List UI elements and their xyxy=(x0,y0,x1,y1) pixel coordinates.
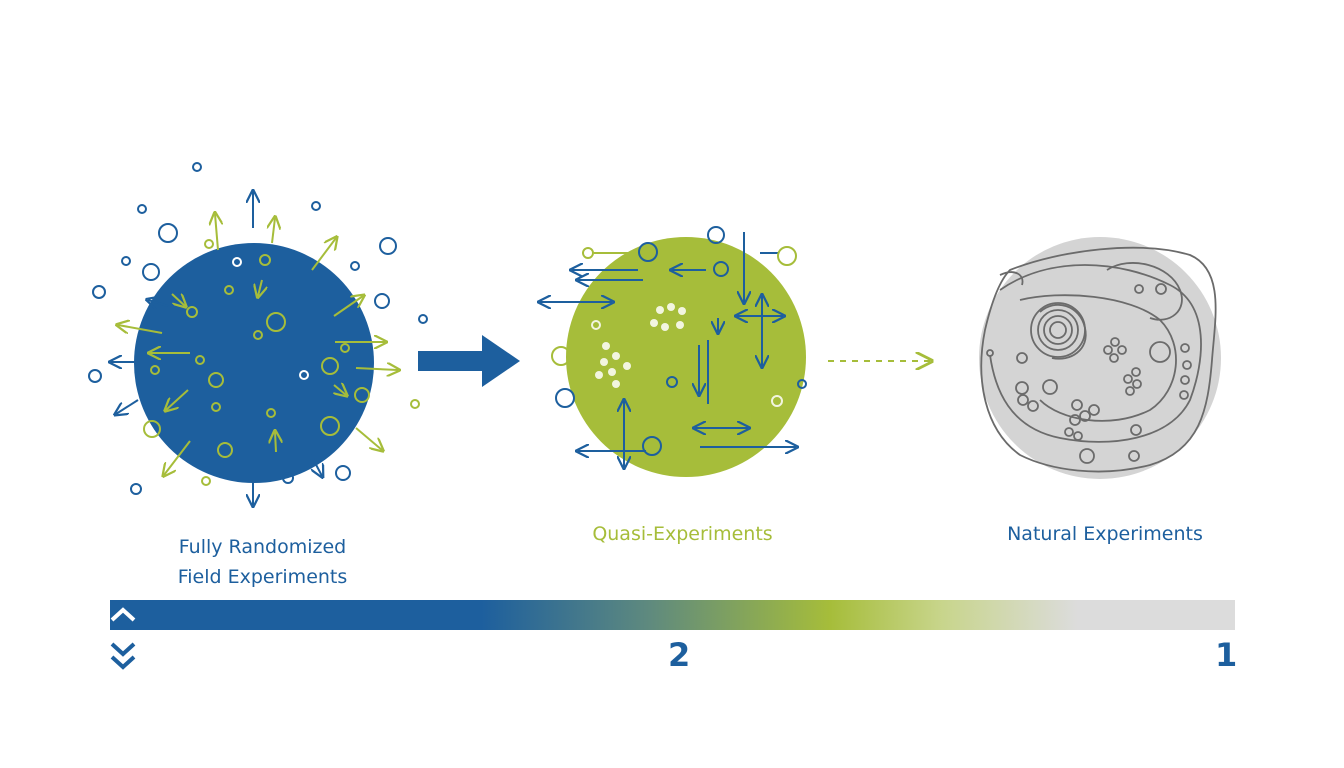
natural-sphere xyxy=(979,237,1221,479)
dot-clusters xyxy=(595,303,686,388)
quasi-sphere-group xyxy=(540,226,807,477)
label-fully-line-1: Fully Randomized xyxy=(178,536,347,558)
natural-particles xyxy=(986,283,1192,464)
gradient-scale-bar xyxy=(110,600,1235,630)
scale-marker-1: 1 xyxy=(1215,636,1238,674)
chevron-up-icon[interactable] xyxy=(108,602,138,628)
randomized-sphere xyxy=(134,243,374,483)
randomized-sphere-group xyxy=(88,162,428,505)
radiating-arrows-blue xyxy=(111,192,322,505)
inner-particles xyxy=(150,254,370,458)
quasi-sphere xyxy=(566,237,806,477)
tangled-paths xyxy=(980,246,1217,473)
quasi-arrows xyxy=(572,232,796,451)
outer-particles xyxy=(88,162,428,495)
transition-arrow-1 xyxy=(418,335,520,387)
natural-sphere-group xyxy=(979,237,1221,479)
label-natural-experiments: Natural Experiments xyxy=(1007,523,1203,545)
scale-marker-2: 2 xyxy=(668,636,691,674)
double-chevron-down-icon[interactable] xyxy=(108,640,138,674)
label-fully-line-2: Field Experiments xyxy=(177,566,348,588)
label-quasi-experiments: Quasi-Experiments xyxy=(592,523,773,545)
label-fully-randomized: Fully Randomized Field Experiments xyxy=(150,532,375,592)
radiating-arrows-green xyxy=(118,214,398,475)
